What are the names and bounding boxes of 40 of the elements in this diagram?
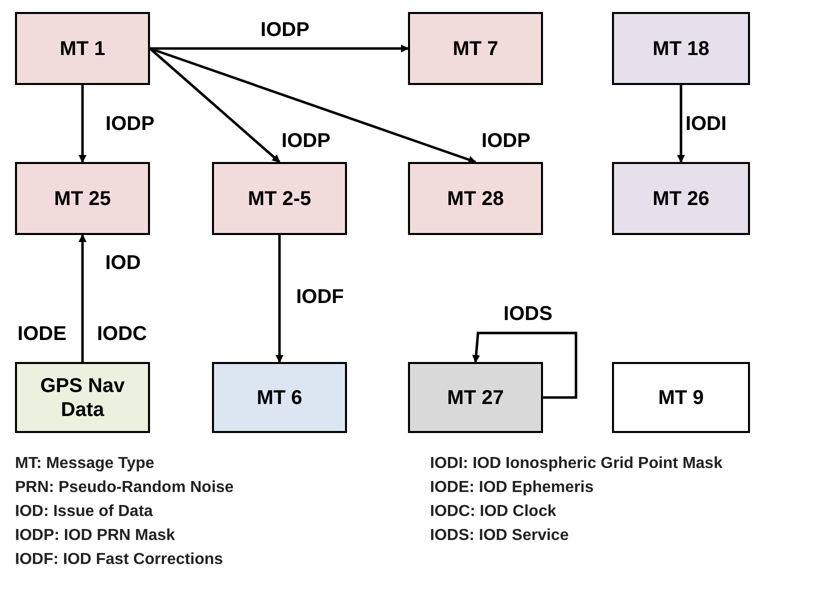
box-label: MT 28: [446, 186, 505, 210]
definition-note: PRN: Pseudo-Random Noise: [15, 478, 234, 498]
box-label: MT 18: [652, 36, 710, 60]
definition-note: IODE: IOD Ephemeris: [430, 478, 594, 498]
message-box: [15, 12, 150, 85]
arrow: [149, 48, 280, 163]
message-box: [212, 362, 347, 433]
message-box: [408, 162, 543, 235]
message-box: [15, 362, 150, 433]
box-label: MT 26: [652, 186, 710, 210]
arrow: [472, 332, 578, 399]
message-box: [212, 162, 347, 235]
definition-note: IOD: Issue of Data: [15, 502, 153, 522]
message-box: [612, 12, 750, 85]
arrow: [150, 44, 409, 52]
box-label: GPS Nav Data: [39, 374, 126, 422]
line-label: IODE: [18, 323, 66, 345]
definition-note: IODP: IOD PRN Mask: [15, 526, 176, 546]
box-label: MT 7: [452, 36, 500, 60]
message-box: [408, 362, 543, 433]
box-label: MT 1: [58, 36, 106, 60]
box-label: MT 27: [446, 386, 505, 410]
line-label: IODC: [97, 323, 147, 345]
message-box: [15, 162, 150, 235]
box-label: MT 9: [657, 386, 705, 410]
arrow: [78, 234, 86, 362]
definition-note: MT: Message Type: [15, 454, 154, 474]
message-box: [612, 162, 750, 235]
definition-note: IODC: IOD Clock: [430, 502, 556, 522]
arrow: [78, 85, 86, 163]
message-box: [612, 362, 750, 433]
message-box: [408, 12, 543, 85]
box-label: MT 6: [256, 386, 304, 410]
box-label: MT 25: [53, 186, 112, 210]
box-label: MT 2-5: [246, 186, 312, 210]
definition-note: IODS: IOD Service: [430, 526, 569, 546]
arrow: [276, 235, 284, 363]
definition-note: IODF: IOD Fast Corrections: [15, 550, 224, 570]
definition-note: IODI: IOD Ionospheric Grid Point Mask: [430, 454, 722, 474]
arrow: [677, 85, 685, 163]
